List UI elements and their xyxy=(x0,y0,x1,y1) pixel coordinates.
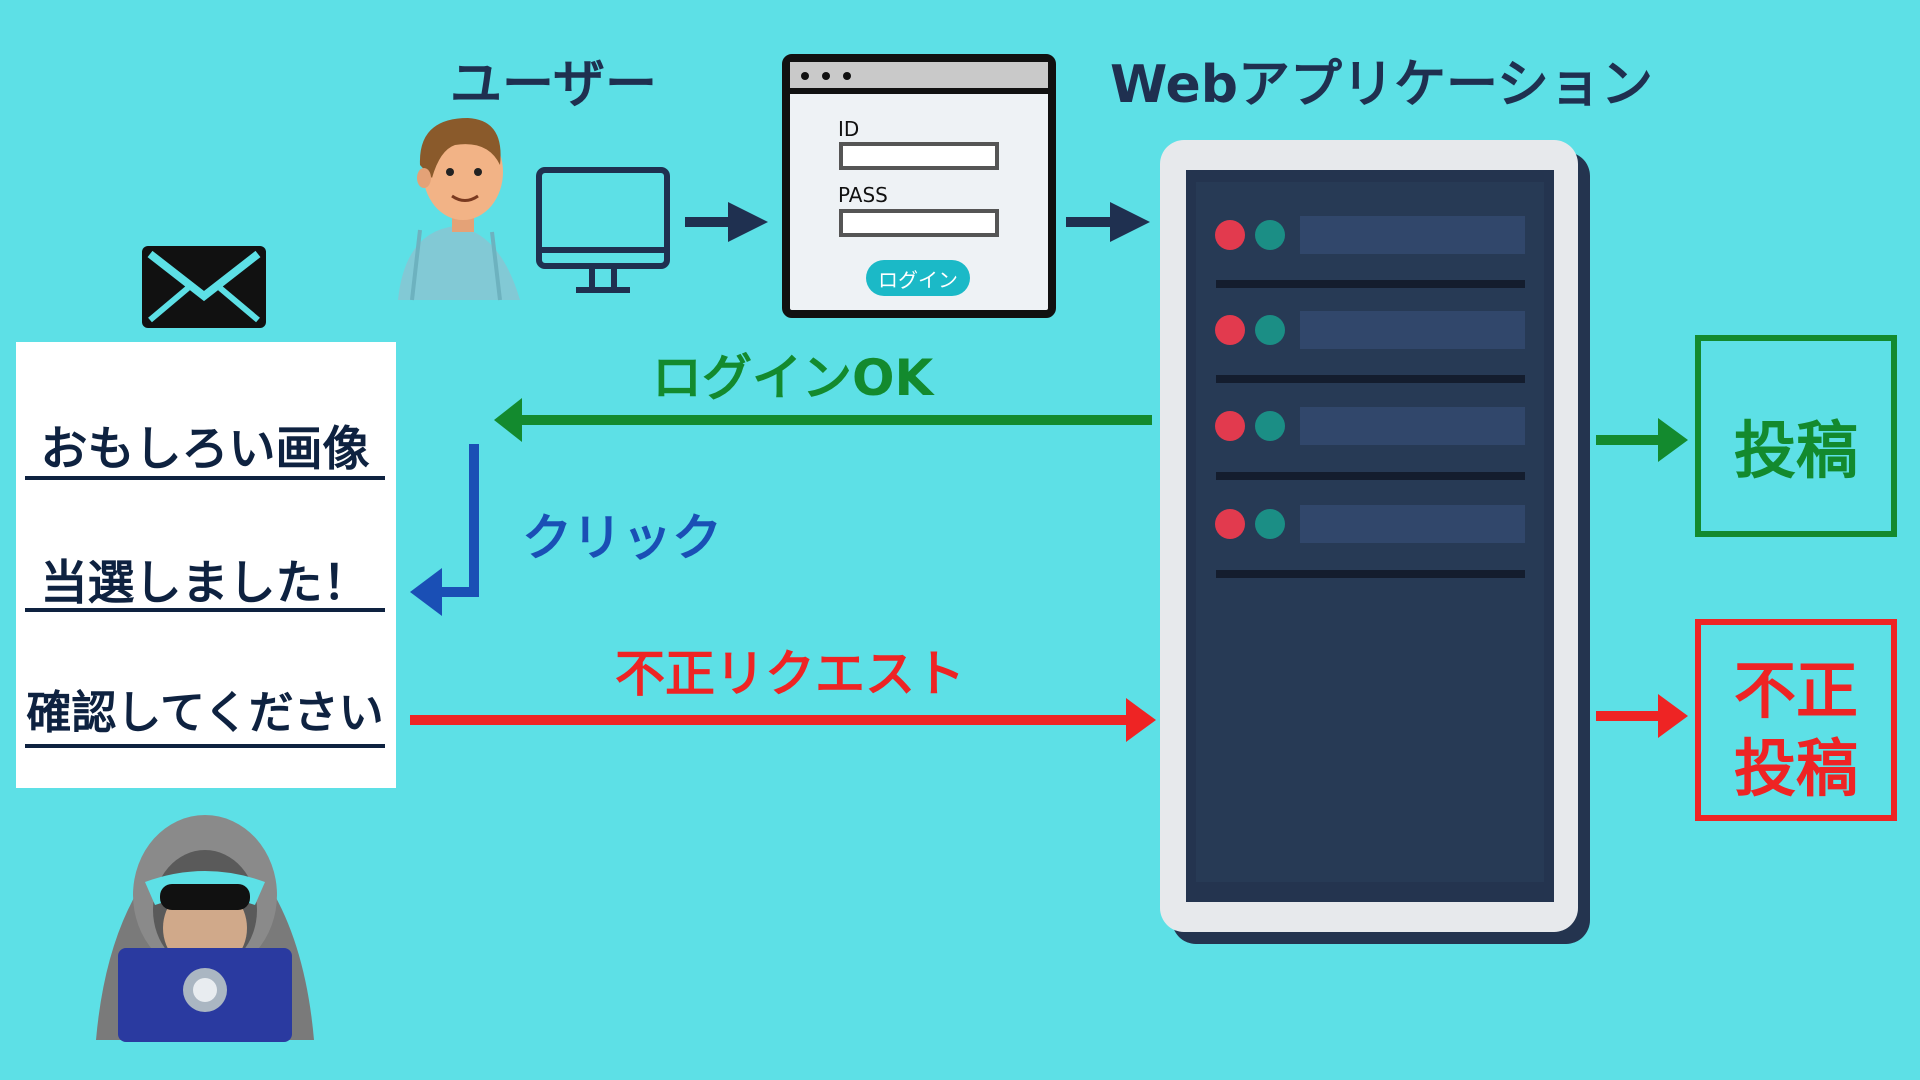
mail-icon xyxy=(142,246,266,328)
mail-line-1: おもしろい画像 xyxy=(40,422,370,477)
login-button xyxy=(866,260,970,296)
login-button-label[interactable]: ログイン xyxy=(878,268,958,292)
mail-underline-2 xyxy=(25,608,385,612)
user-label: ユーザー xyxy=(450,55,657,115)
fraud-post-box xyxy=(1695,619,1897,821)
mail-line-3[interactable]: 確認してください xyxy=(26,686,384,739)
login-ok-label: ログインOK xyxy=(652,349,934,407)
mail-line-2: 当選しました！ xyxy=(40,556,370,611)
forged-request-label: 不正リクエスト xyxy=(615,645,965,703)
user-avatar xyxy=(398,118,520,301)
phishing-mail-panel xyxy=(16,342,396,788)
fraud-label-2: 投稿 xyxy=(1733,732,1858,805)
post-label: 投稿 xyxy=(1733,414,1858,487)
arrow-click xyxy=(442,444,479,597)
pass-input xyxy=(839,209,999,237)
mail-underline-1 xyxy=(25,476,385,480)
webapp-label: Webアプリケーション xyxy=(1110,55,1653,115)
login-window xyxy=(782,54,1056,318)
server-rack xyxy=(1160,140,1590,944)
mail-underline-3 xyxy=(25,744,385,748)
pass-label: PASS xyxy=(838,183,888,207)
post-box xyxy=(1695,335,1897,537)
id-label: ID xyxy=(838,117,860,141)
fraud-label-1: 不正 xyxy=(1733,654,1858,727)
hacker-icon xyxy=(96,815,314,1042)
click-label: クリック xyxy=(522,509,722,567)
id-input xyxy=(839,142,999,170)
monitor-icon xyxy=(536,167,670,293)
